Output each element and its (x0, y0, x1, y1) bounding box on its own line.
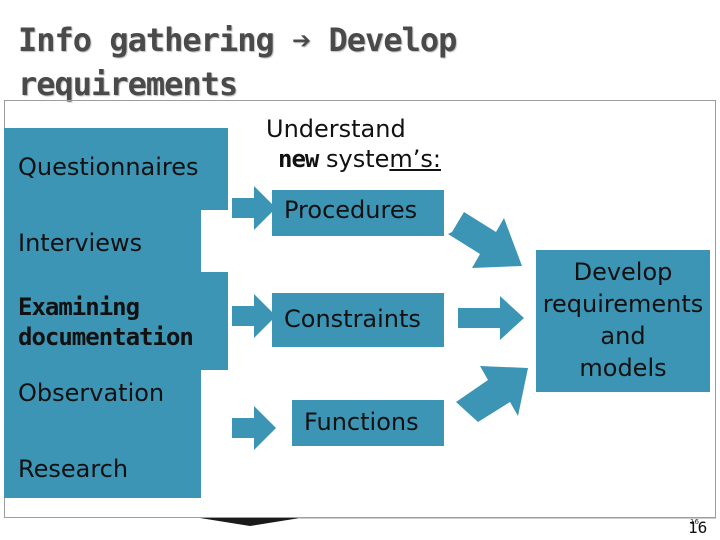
examining-label-line-1: Examining (18, 293, 140, 321)
understand-line-2: new system’s: (266, 144, 466, 174)
title-line-1: Info gathering ➔ Develop (18, 21, 457, 59)
research-label: Research (18, 455, 129, 483)
interviews-label: Interviews (18, 229, 143, 257)
interviews-box: Interviews (4, 210, 201, 272)
understand-heading: Understand new system’s: (266, 114, 466, 174)
questionnaires-label: Questionnaires (18, 153, 199, 181)
arrow-procedures-to-develop (448, 212, 522, 268)
arrow-to-procedures (232, 186, 276, 230)
develop-line-2: requirements (542, 290, 704, 318)
arrow-functions-to-develop (456, 366, 528, 422)
questionnaires-box: Questionnaires (4, 128, 228, 210)
develop-line-3: and (600, 322, 646, 350)
research-box: Research (4, 424, 201, 498)
develop-line-1: Develop (573, 258, 673, 286)
observation-label: Observation (18, 379, 165, 407)
system-word: syste (318, 145, 390, 173)
examining-label-line-2: documentation (18, 323, 194, 351)
slide-title: Info gathering ➔ Develop requirements (18, 18, 618, 106)
understand-line-1: Understand (266, 115, 406, 143)
constraints-label: Constraints (284, 305, 421, 333)
arrow-to-functions (232, 406, 276, 450)
arrow-constraints-to-develop (458, 296, 524, 340)
develop-requirements-box: Develop requirements and models (536, 250, 710, 392)
constraints-box: Constraints (272, 293, 444, 347)
title-line-2: requirements (18, 65, 238, 103)
bottom-swoosh (200, 518, 300, 526)
new-word: new (278, 145, 319, 173)
develop-line-4: models (579, 354, 667, 382)
page-number-small: 16 (690, 518, 699, 526)
functions-box: Functions (292, 400, 444, 446)
procedures-label: Procedures (284, 196, 418, 224)
functions-label: Functions (304, 408, 419, 436)
observation-box: Observation (4, 370, 201, 424)
procedures-box: Procedures (272, 190, 444, 236)
examining-documentation-box: Examining documentation (4, 272, 228, 370)
system-tail: m’s: (389, 145, 441, 173)
arrow-to-constraints (232, 294, 276, 338)
page-number: 16 (688, 518, 708, 537)
